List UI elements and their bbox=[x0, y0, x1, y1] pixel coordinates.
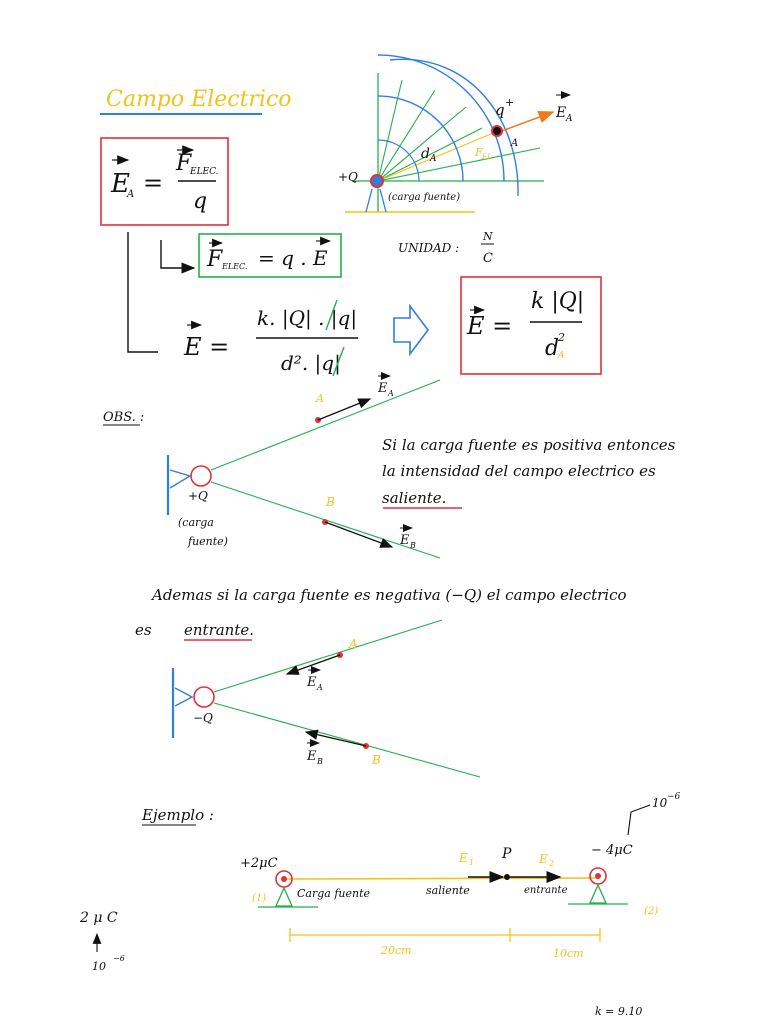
negative-point-a: A bbox=[348, 637, 358, 651]
obs-note-line3: saliente. bbox=[382, 489, 446, 507]
implies-arrow-icon bbox=[393, 303, 429, 357]
point-a-label: A bbox=[510, 138, 518, 149]
unit-denominator: C bbox=[483, 251, 493, 266]
example-dist-2: 10cm bbox=[553, 947, 584, 960]
cancel-mark-top bbox=[325, 299, 338, 331]
force-box: F ELEC. = q . E bbox=[198, 233, 342, 278]
negative-note-prefix: es bbox=[135, 621, 152, 639]
source-charge-dot-icon bbox=[370, 174, 384, 188]
obs-field-b: E bbox=[399, 533, 410, 548]
obs-field-a: E bbox=[377, 381, 388, 396]
unit-label: UNIDAD : bbox=[398, 241, 459, 255]
example-e1-sub: 1 bbox=[469, 858, 474, 867]
point-p-dot-icon bbox=[504, 874, 510, 880]
example-label: Ejemplo : bbox=[141, 806, 214, 824]
result-numerator: k |Q| bbox=[531, 289, 584, 314]
field-a-sub: A bbox=[565, 114, 573, 124]
example-e2: E bbox=[538, 852, 548, 866]
force-equation: = q . E bbox=[258, 246, 328, 270]
result-denominator-sub: A bbox=[557, 351, 565, 361]
test-charge-label: q bbox=[495, 101, 505, 119]
obs-field-a-sub: A bbox=[387, 389, 394, 398]
negative-field-b-sub: B bbox=[316, 757, 323, 766]
positive-charge-circle-icon bbox=[190, 465, 212, 487]
negative-point-b: B bbox=[371, 753, 381, 767]
result-denominator-exp: 2 bbox=[557, 331, 565, 344]
obs-caption-2: fuente) bbox=[187, 535, 228, 548]
example-dist-1: 20cm bbox=[380, 944, 412, 957]
distance-label: d bbox=[421, 146, 430, 162]
example-exp: 10 bbox=[652, 796, 668, 810]
negative-field-a: E bbox=[306, 675, 317, 690]
derivation-bracket bbox=[127, 232, 158, 353]
force-f-sub: ELEC. bbox=[221, 262, 247, 271]
obs-point-a: A bbox=[315, 392, 324, 405]
source-charge-caption: (carga fuente) bbox=[388, 192, 460, 203]
distance-sub: A bbox=[429, 154, 437, 164]
example-right-charge: − 4μC bbox=[591, 843, 633, 858]
negative-charge-label: −Q bbox=[193, 711, 213, 725]
negative-field-b: E bbox=[306, 749, 317, 764]
example-entrante: entrante bbox=[524, 885, 568, 896]
obs-note-line1: Si la carga fuente es positiva entonces bbox=[382, 436, 676, 454]
force-el-label: F bbox=[474, 146, 483, 159]
result-denominator: d bbox=[545, 336, 559, 361]
example-bottom-cut: k = 9.10 bbox=[595, 1005, 642, 1018]
definition-numerator-sub: ELEC. bbox=[189, 167, 219, 177]
field-a-label: E bbox=[555, 105, 566, 121]
negative-charge-diagram: A B E A E B −Q bbox=[171, 619, 481, 778]
negative-charge-circle-icon bbox=[193, 686, 215, 708]
expanded-formula: E = k. |Q| . |q| d². |q| bbox=[183, 299, 358, 377]
test-charge-sign: + bbox=[505, 96, 514, 109]
top-field-diagram: q + E A A d A F EL. +Q (carga fuente) bbox=[338, 54, 573, 213]
force-f: F bbox=[206, 247, 223, 272]
example-point-p: P bbox=[501, 846, 512, 862]
example-diagram: +2μC − 4μC 10 −6 P E 1 E 2 Carga fuente … bbox=[240, 792, 681, 1018]
negative-note-word: entrante. bbox=[184, 621, 254, 639]
obs-charge-label: +Q bbox=[188, 489, 208, 503]
obs-caption-1: (carga bbox=[178, 516, 214, 529]
example-tag-1: (1) bbox=[252, 893, 266, 904]
side-exp: 10 bbox=[92, 960, 106, 973]
definition-lhs: E bbox=[110, 169, 130, 199]
obs-point-b: B bbox=[325, 495, 335, 509]
positive-charge-diagram: A B E A E B +Q (carga fuente) bbox=[166, 372, 441, 559]
example-e1: E bbox=[458, 851, 468, 865]
force-el-sub: EL. bbox=[481, 153, 494, 161]
definition-denominator: q bbox=[193, 189, 207, 214]
page-title: Campo Electrico bbox=[106, 87, 292, 112]
definition-lhs-sub: A bbox=[126, 189, 134, 200]
expanded-lhs: E = bbox=[183, 333, 229, 361]
example-exp-pow: −6 bbox=[667, 792, 681, 802]
obs-field-b-sub: B bbox=[409, 541, 416, 550]
derivation-bracket-short bbox=[160, 240, 196, 274]
expanded-denominator: d². |q| bbox=[281, 351, 341, 376]
obs-label: OBS. : bbox=[103, 410, 144, 425]
test-charge-dot-icon bbox=[491, 125, 503, 137]
example-e2-sub: 2 bbox=[548, 859, 554, 868]
side-exp-pow: −6 bbox=[113, 954, 125, 963]
cancel-mark-bottom bbox=[332, 346, 345, 377]
unit-numerator: N bbox=[482, 230, 493, 243]
result-box: E = k |Q| d 2 A bbox=[460, 276, 602, 375]
result-lhs: E = bbox=[466, 312, 512, 340]
negative-note-line1: Ademas si la carga fuente es negativa (−… bbox=[150, 586, 627, 604]
definition-numerator: F bbox=[175, 151, 192, 176]
side-note: 2 μ C bbox=[79, 910, 118, 926]
example-carga-fuente: Carga fuente bbox=[297, 887, 370, 900]
expanded-numerator: k. |Q| . |q| bbox=[257, 306, 357, 331]
obs-note-line2: la intensidad del campo electrico es bbox=[382, 462, 656, 480]
example-left-charge: +2μC bbox=[240, 856, 278, 871]
example-tag-2: (2) bbox=[644, 906, 658, 917]
source-charge-label: +Q bbox=[338, 170, 358, 184]
example-saliente: saliente bbox=[426, 884, 470, 897]
definition-equals: = bbox=[143, 169, 163, 197]
negative-field-a-sub: A bbox=[316, 683, 323, 692]
definition-box: E A = F ELEC. q bbox=[100, 137, 229, 226]
